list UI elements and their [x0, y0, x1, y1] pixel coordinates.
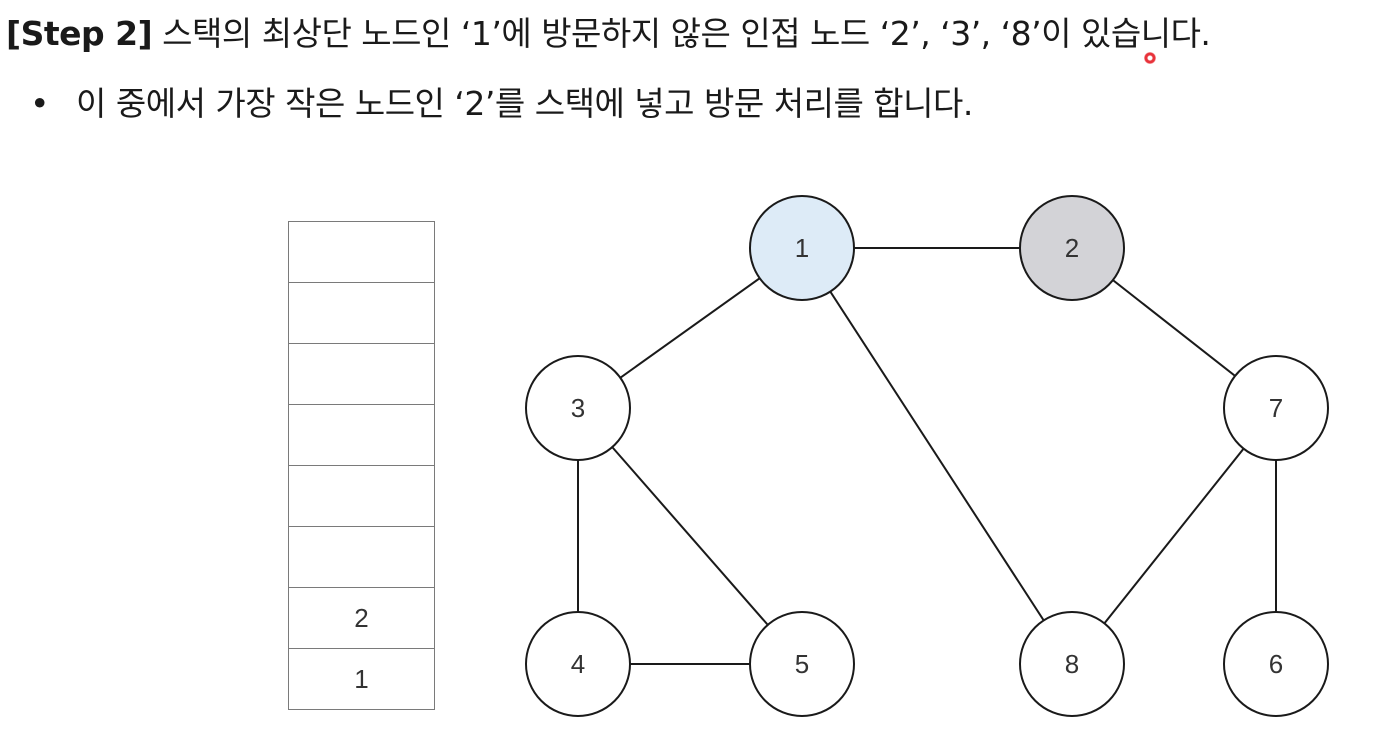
stack-cell: 1	[288, 648, 435, 710]
node-label: 7	[1269, 393, 1283, 423]
stack-cell	[288, 404, 435, 465]
stack-cell	[288, 343, 435, 404]
node-label: 8	[1065, 649, 1079, 679]
node-circle	[749, 611, 855, 717]
heading-text-end: ’이 있습니다.	[1031, 14, 1211, 53]
node-circle	[1019, 611, 1125, 717]
node-4: 4	[525, 611, 631, 717]
node-1: 1	[749, 195, 855, 301]
node-circle	[749, 195, 855, 301]
stack-cell	[288, 465, 435, 526]
stack-cell: 2	[288, 587, 435, 648]
heading-highlight-char: 8	[1010, 14, 1032, 53]
step-heading: [Step 2] 스택의 최상단 노드인 ‘1’에 방문하지 않은 인접 노드 …	[6, 10, 1211, 58]
node-label: 1	[795, 233, 809, 263]
stack-cell	[288, 282, 435, 343]
node-label: 6	[1269, 649, 1283, 679]
edge-1-8	[801, 247, 1073, 665]
node-5: 5	[749, 611, 855, 717]
bullet-symbol: •	[30, 84, 49, 123]
node-7: 7	[1223, 355, 1329, 461]
node-3: 3	[525, 355, 631, 461]
node-circle	[525, 355, 631, 461]
node-circle	[1223, 355, 1329, 461]
edge-3-5	[577, 407, 803, 665]
step-label: [Step 2]	[6, 14, 153, 53]
bullet-text: 이 중에서 가장 작은 노드인 ‘2’를 스택에 넣고 방문 처리를 합니다.	[76, 84, 973, 123]
node-circle	[1223, 611, 1329, 717]
edge-7-8	[1071, 407, 1277, 665]
node-label: 3	[571, 393, 585, 423]
node-circle	[525, 611, 631, 717]
node-label: 2	[1065, 233, 1079, 263]
heading-text: 스택의 최상단 노드인 ‘1’에 방문하지 않은 인접 노드 ‘2’, ‘3’,…	[152, 14, 1011, 53]
stack-cell	[288, 221, 435, 282]
node-circle	[1019, 195, 1125, 301]
node-2: 2	[1019, 195, 1125, 301]
node-label: 4	[571, 649, 585, 679]
pointer-dot-icon	[1144, 52, 1156, 64]
stack-cell	[288, 526, 435, 587]
bullet-point: • 이 중에서 가장 작은 노드인 ‘2’를 스택에 넣고 방문 처리를 합니다.	[30, 80, 973, 128]
node-label: 5	[795, 649, 809, 679]
node-8: 8	[1019, 611, 1125, 717]
node-6: 6	[1223, 611, 1329, 717]
